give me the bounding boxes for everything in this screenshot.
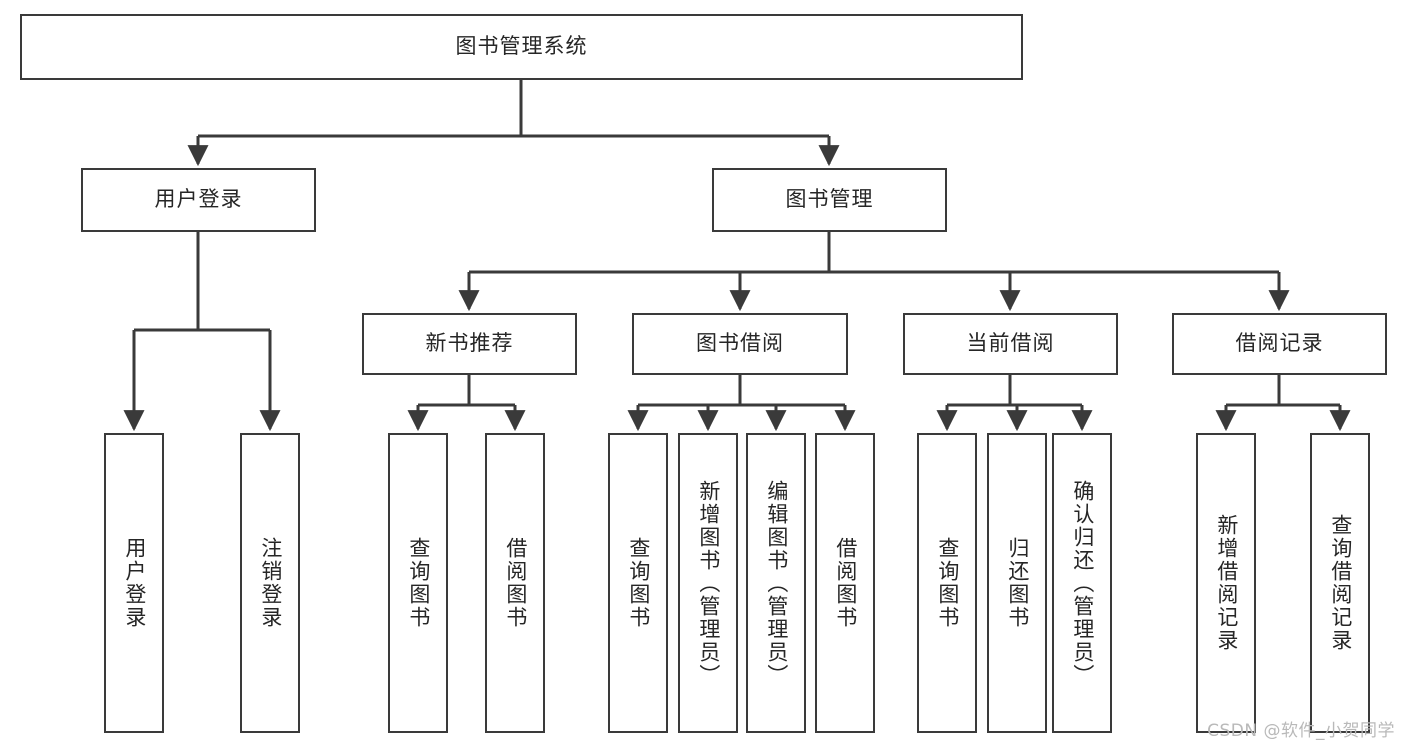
leaf-label: 用户登录 [122,537,147,629]
node-user-login-label: 用户登录 [154,187,243,212]
leaf-label: 编辑图书（管理员） [764,479,789,687]
leaf-node[interactable]: 查询借阅记录 [1310,433,1370,733]
leaf-label: 新增借阅记录 [1214,514,1239,652]
leaf-node[interactable]: 确认归还（管理员） [1052,433,1112,733]
leaf-label: 借阅图书 [503,537,528,629]
leaf-label: 注销登录 [258,537,283,629]
node-new-book-recommend[interactable]: 新书推荐 [362,313,577,375]
leaf-node[interactable]: 查询图书 [917,433,977,733]
leaf-node[interactable]: 注销登录 [240,433,300,733]
leaf-label: 查询图书 [626,537,651,629]
leaf-node[interactable]: 借阅图书 [815,433,875,733]
leaf-label: 新增图书（管理员） [696,479,721,687]
node-user-login[interactable]: 用户登录 [81,168,316,232]
leaf-label: 查询图书 [935,537,960,629]
watermark: CSDN @软件_小贺同学 [1207,721,1395,741]
leaf-node[interactable]: 查询图书 [388,433,448,733]
leaf-label: 借阅图书 [833,537,858,629]
node-root-label: 图书管理系统 [455,34,588,59]
node-book-borrow[interactable]: 图书借阅 [632,313,848,375]
leaf-label: 查询图书 [406,537,431,629]
node-root[interactable]: 图书管理系统 [20,14,1023,80]
leaf-node[interactable]: 查询图书 [608,433,668,733]
node-current-borrow[interactable]: 当前借阅 [903,313,1118,375]
node-book-borrow-label: 图书借阅 [696,331,784,356]
node-book-management-label: 图书管理 [785,187,874,212]
node-borrow-records[interactable]: 借阅记录 [1172,313,1387,375]
leaf-node[interactable]: 新增图书（管理员） [678,433,738,733]
leaf-node[interactable]: 用户登录 [104,433,164,733]
leaf-label: 归还图书 [1005,537,1030,629]
leaf-label: 确认归还（管理员） [1070,479,1095,687]
node-current-borrow-label: 当前借阅 [966,331,1055,356]
node-borrow-records-label: 借阅记录 [1235,331,1324,356]
node-book-management[interactable]: 图书管理 [712,168,947,232]
leaf-node[interactable]: 归还图书 [987,433,1047,733]
leaf-node[interactable]: 新增借阅记录 [1196,433,1256,733]
leaf-node[interactable]: 编辑图书（管理员） [746,433,806,733]
leaf-node[interactable]: 借阅图书 [485,433,545,733]
node-new-book-recommend-label: 新书推荐 [425,331,514,356]
leaf-label: 查询借阅记录 [1328,514,1353,652]
